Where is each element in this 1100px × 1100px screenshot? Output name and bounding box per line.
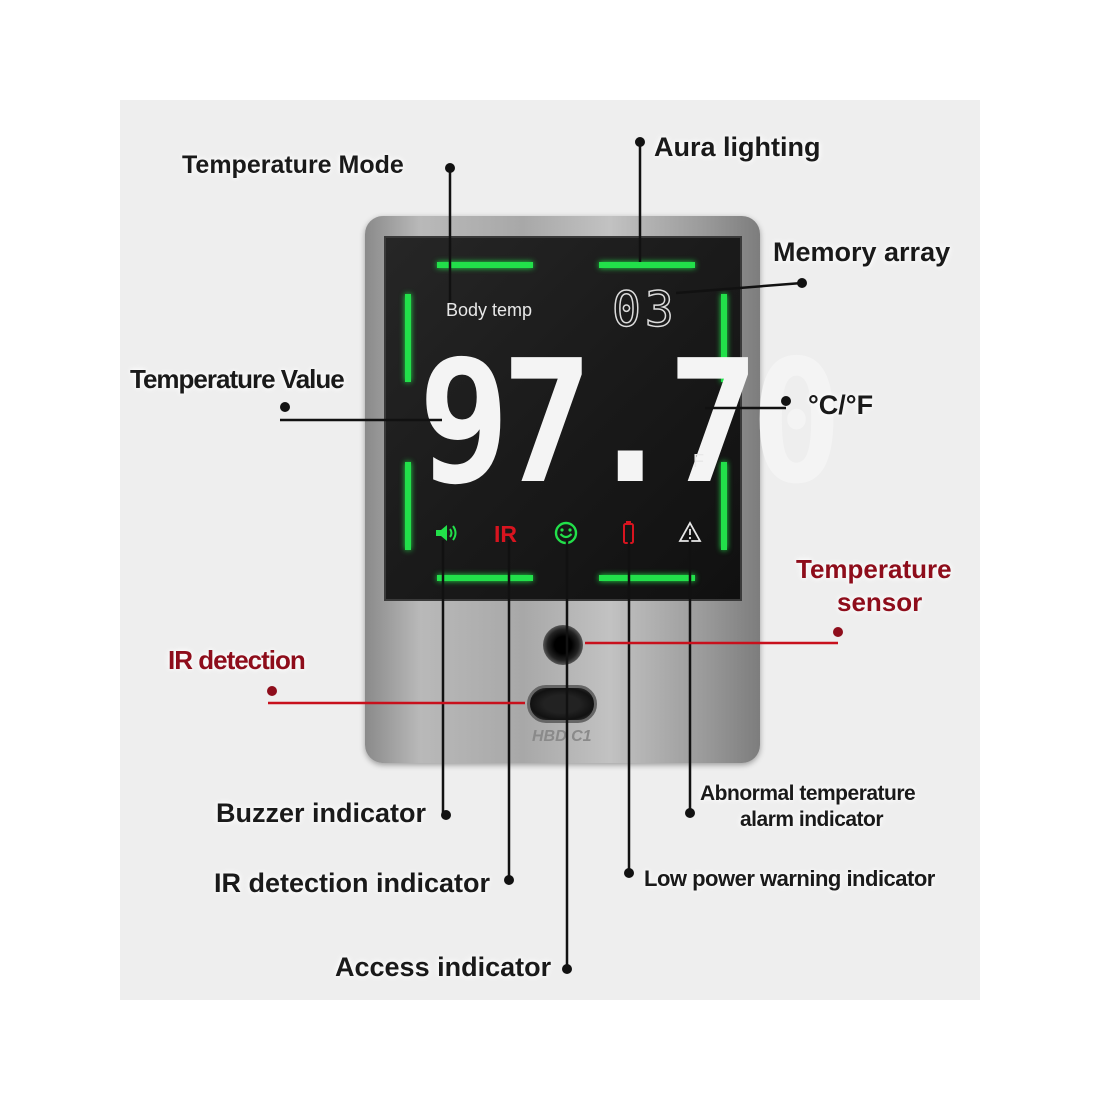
aura-bar-top-right — [599, 262, 695, 268]
temperature-mode-dot — [445, 163, 455, 173]
temperature-value-display: 97.70 — [418, 324, 843, 522]
battery-icon — [623, 521, 634, 544]
aura-bar-right-upper — [721, 294, 727, 382]
callout-low-power-indicator: Low power warning indicator — [644, 866, 935, 891]
ir-indicator: IR — [494, 521, 517, 547]
aura-bar-bottom-left — [437, 575, 533, 581]
aura-lighting-dot — [635, 137, 645, 147]
smiley-icon — [554, 521, 578, 545]
callout-buzzer-indicator: Buzzer indicator — [216, 798, 427, 828]
callout-ir-detection-indicator: IR detection indicator — [214, 868, 491, 898]
callout-aura-lighting: Aura lighting — [654, 132, 821, 162]
callout-abnormal-alarm-line1: Abnormal temperature — [700, 782, 916, 805]
temperature-unit-label: F — [693, 451, 704, 471]
model-label: HBD C1 — [532, 728, 592, 745]
temperature-mode-label: Body temp — [446, 300, 533, 320]
aura-bar-left-upper — [405, 294, 411, 382]
callout-ir-detection: IR detection — [168, 645, 306, 675]
callout-temperature-value: Temperature Value — [130, 364, 345, 394]
aura-bar-top-left — [437, 262, 533, 268]
unit-dot — [781, 396, 791, 406]
ir-detection-dot — [267, 686, 277, 696]
callout-temperature-mode: Temperature Mode — [182, 151, 404, 179]
ir-detection-indicator-dot — [504, 875, 514, 885]
callout-access-indicator: Access indicator — [335, 952, 552, 982]
warning-triangle-icon — [678, 521, 702, 542]
abnormal-alarm-dot — [685, 808, 695, 818]
access-dot — [562, 964, 572, 974]
aura-bar-right-lower — [721, 462, 727, 550]
memory-array-dot — [797, 278, 807, 288]
temperature-sensor-dot — [833, 627, 843, 637]
temperature-value-dot — [280, 402, 290, 412]
memory-array-value: 03 — [611, 281, 678, 339]
callout-memory-array: Memory array — [773, 237, 951, 267]
callout-temperature-sensor-line1: Temperature — [796, 554, 952, 584]
speaker-icon — [436, 525, 457, 541]
aura-bar-left-lower — [405, 462, 411, 550]
aura-bar-bottom-right — [599, 575, 695, 581]
callout-unit-toggle: °C/°F — [808, 390, 874, 420]
callout-abnormal-alarm-line2: alarm indicator — [740, 808, 884, 831]
ir-detection-window — [527, 685, 597, 723]
callout-temperature-sensor-line2: sensor — [837, 587, 923, 617]
temperature-sensor — [543, 625, 583, 665]
low-power-dot — [624, 868, 634, 878]
buzzer-dot — [441, 810, 451, 820]
